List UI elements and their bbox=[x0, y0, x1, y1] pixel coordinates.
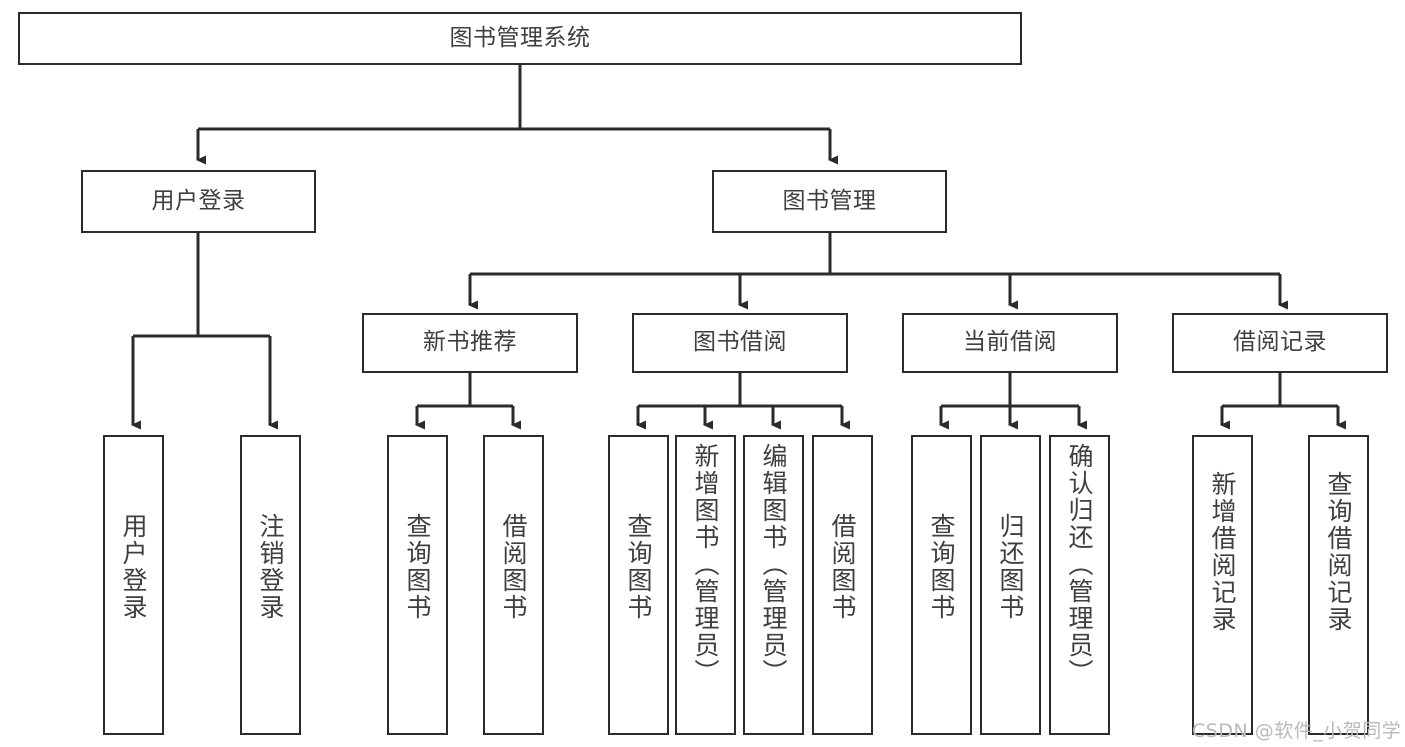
node-label: 确认归还（管理员） bbox=[1065, 443, 1094, 686]
leaf-book-borrow-edit-book-admin[interactable]: 编辑图书（管理员） bbox=[743, 435, 804, 735]
node-label: 查询借阅记录 bbox=[1324, 471, 1353, 633]
node-label: 注销登录 bbox=[256, 513, 285, 621]
node-root-book-management-system[interactable]: 图书管理系统 bbox=[18, 12, 1022, 65]
node-user-login[interactable]: 用户登录 bbox=[81, 170, 316, 233]
node-label: 用户登录 bbox=[119, 513, 148, 621]
node-book-management[interactable]: 图书管理 bbox=[712, 170, 947, 233]
node-borrow-records[interactable]: 借阅记录 bbox=[1172, 313, 1388, 373]
node-label: 图书管理 bbox=[782, 187, 877, 214]
leaf-new-book-query-book[interactable]: 查询图书 bbox=[387, 435, 448, 735]
node-label: 用户登录 bbox=[151, 187, 246, 214]
node-label: 图书管理系统 bbox=[449, 24, 591, 51]
leaf-user-login-login[interactable]: 用户登录 bbox=[103, 435, 164, 735]
leaf-current-borrow-query-book[interactable]: 查询图书 bbox=[911, 435, 972, 735]
leaf-book-borrow-query-book[interactable]: 查询图书 bbox=[608, 435, 669, 735]
node-label: 查询图书 bbox=[927, 513, 956, 621]
node-label: 新书推荐 bbox=[423, 329, 517, 356]
leaf-current-borrow-return-book[interactable]: 归还图书 bbox=[980, 435, 1041, 735]
node-label: 查询图书 bbox=[624, 513, 653, 621]
leaf-book-borrow-borrow-book[interactable]: 借阅图书 bbox=[812, 435, 873, 735]
leaf-user-login-logout[interactable]: 注销登录 bbox=[240, 435, 301, 735]
leaf-borrow-records-query-record[interactable]: 查询借阅记录 bbox=[1308, 435, 1369, 735]
node-new-book-recommend[interactable]: 新书推荐 bbox=[362, 313, 578, 373]
node-label: 新增借阅记录 bbox=[1208, 471, 1237, 633]
leaf-book-borrow-add-book-admin[interactable]: 新增图书（管理员） bbox=[675, 435, 736, 735]
node-label: 查询图书 bbox=[403, 513, 432, 621]
node-label: 当前借阅 bbox=[963, 329, 1057, 356]
node-label: 借阅图书 bbox=[499, 513, 528, 621]
leaf-current-borrow-confirm-return-admin[interactable]: 确认归还（管理员） bbox=[1049, 435, 1110, 735]
node-label: 图书借阅 bbox=[693, 329, 787, 356]
node-label: 借阅图书 bbox=[828, 513, 857, 621]
leaf-new-book-borrow-book[interactable]: 借阅图书 bbox=[483, 435, 544, 735]
node-label: 归还图书 bbox=[996, 513, 1025, 621]
node-book-borrow[interactable]: 图书借阅 bbox=[632, 313, 848, 373]
node-label: 新增图书（管理员） bbox=[691, 443, 720, 686]
node-current-borrow[interactable]: 当前借阅 bbox=[902, 313, 1118, 373]
node-label: 借阅记录 bbox=[1233, 329, 1327, 356]
node-label: 编辑图书（管理员） bbox=[759, 443, 788, 686]
leaf-borrow-records-add-record[interactable]: 新增借阅记录 bbox=[1192, 435, 1253, 735]
